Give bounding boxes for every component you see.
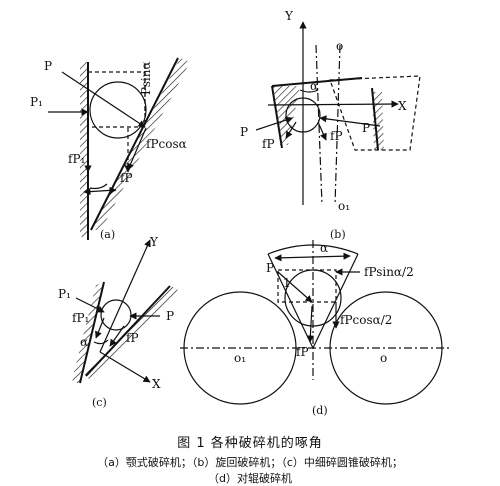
right-cone-hatch bbox=[372, 92, 384, 150]
figure-caption-line-2: （d）对辊破碎机 bbox=[208, 472, 292, 485]
p-arrow-a bbox=[61, 71, 146, 128]
label-c-y: Y bbox=[149, 235, 159, 249]
panel-c-labels: Y X P₁ P fP₁ fP α (c) bbox=[58, 235, 174, 409]
label-b-alpha: α bbox=[310, 79, 318, 93]
panel-b-gyratory-crusher bbox=[255, 21, 421, 206]
moving-jaw bbox=[90, 57, 179, 231]
panel-b-labels: Y X o o₁ α P P fP fP (b) bbox=[240, 9, 407, 241]
label-c-alpha: α bbox=[80, 335, 88, 349]
angle-arc-b bbox=[299, 89, 319, 93]
panel-c-tag: (c) bbox=[92, 396, 107, 409]
figure-title: 图 1 各种破碎机的啄角 bbox=[177, 436, 323, 451]
right-cone-wall bbox=[371, 87, 379, 151]
sector-left bbox=[267, 253, 314, 349]
label-b-o: o bbox=[336, 39, 343, 53]
particle-b bbox=[285, 97, 321, 133]
particle-a bbox=[89, 81, 147, 139]
p-arrow-b-left bbox=[255, 116, 293, 131]
label-b-o1: o₁ bbox=[338, 199, 350, 213]
label-d-one: 1 bbox=[283, 276, 291, 290]
label-a-fp: fP bbox=[120, 171, 133, 185]
label-c-fp1: fP₁ bbox=[72, 311, 89, 325]
label-d-o: o bbox=[380, 351, 387, 365]
label-b-x: X bbox=[398, 99, 407, 113]
left-wall-c bbox=[79, 281, 105, 384]
alpha-arrow-d bbox=[274, 252, 351, 262]
panel-b-tag: (b) bbox=[330, 228, 346, 241]
label-d-fpsin: fPsinα/2 bbox=[364, 265, 414, 279]
label-b-p-left: P bbox=[240, 125, 248, 139]
label-a-psin: Psinα bbox=[139, 61, 153, 95]
sector-right bbox=[312, 253, 359, 349]
x-axis-b bbox=[267, 100, 399, 108]
label-d-fp: fP bbox=[296, 345, 309, 359]
fixed-jaw-hatch bbox=[80, 62, 87, 237]
label-a-p1: P₁ bbox=[30, 95, 43, 109]
label-b-fp-left: fP bbox=[262, 137, 275, 151]
fp-arrow-d bbox=[306, 305, 314, 343]
force-rect-a bbox=[87, 71, 146, 128]
label-a-fpcos: fPcosα bbox=[146, 137, 187, 151]
panel-a-jaw-crusher bbox=[48, 57, 190, 240]
fp-arrow-b2 bbox=[317, 121, 327, 141]
panel-a-tag: (a) bbox=[100, 228, 115, 241]
label-c-fp: fP bbox=[126, 331, 139, 345]
panel-c-fine-cone-crusher bbox=[72, 239, 178, 385]
label-d-alpha: α bbox=[320, 241, 328, 255]
label-a-fp1: fP₁ bbox=[68, 152, 85, 166]
label-b-fp-mid: fP bbox=[330, 129, 343, 143]
label-a-p: P bbox=[44, 59, 52, 73]
center-axis-b2 bbox=[334, 44, 341, 206]
figure-caption-line-1: （a）颚式破碎机；（b）旋回破碎机；（c）中细碎圆锥破碎机； bbox=[97, 456, 403, 469]
label-b-p-right: P bbox=[362, 121, 370, 135]
label-c-p1: P₁ bbox=[58, 287, 71, 301]
label-d-fpcos: fPcosα/2 bbox=[340, 313, 392, 327]
p1-arrow-c bbox=[75, 297, 105, 313]
right-wall-c-hatch bbox=[84, 285, 178, 380]
panel-d-roll-crusher bbox=[180, 240, 450, 405]
angle-arc-a bbox=[89, 183, 108, 190]
fp-arrow-a bbox=[127, 127, 147, 171]
fp-arrow-b bbox=[285, 121, 297, 139]
angle-tick-a bbox=[83, 186, 117, 196]
panel-d-tag: (d) bbox=[312, 404, 328, 417]
panel-a-labels: P P₁ fP₁ Psinα fPcosα fP (a) bbox=[30, 59, 187, 241]
fp1-arrow-c bbox=[95, 317, 105, 339]
y-axis-c bbox=[99, 239, 151, 353]
label-d-p: P bbox=[266, 261, 274, 275]
left-wall bbox=[271, 85, 283, 149]
p-arrow-d bbox=[277, 271, 313, 303]
sector-arc bbox=[267, 244, 359, 255]
right-cone bbox=[329, 75, 421, 151]
label-c-x: X bbox=[152, 377, 161, 391]
panel-d-labels: P 1 α fPsinα/2 fPcosα/2 o₁ o fP (d) bbox=[234, 241, 414, 417]
p-arrow-b-right bbox=[319, 115, 381, 127]
label-c-p: P bbox=[166, 309, 174, 323]
label-d-o1: o₁ bbox=[234, 351, 246, 365]
fp-arrow-c bbox=[109, 325, 125, 347]
angle-arc-c bbox=[93, 339, 109, 345]
right-wall-c bbox=[85, 285, 171, 377]
label-b-y: Y bbox=[284, 9, 294, 23]
